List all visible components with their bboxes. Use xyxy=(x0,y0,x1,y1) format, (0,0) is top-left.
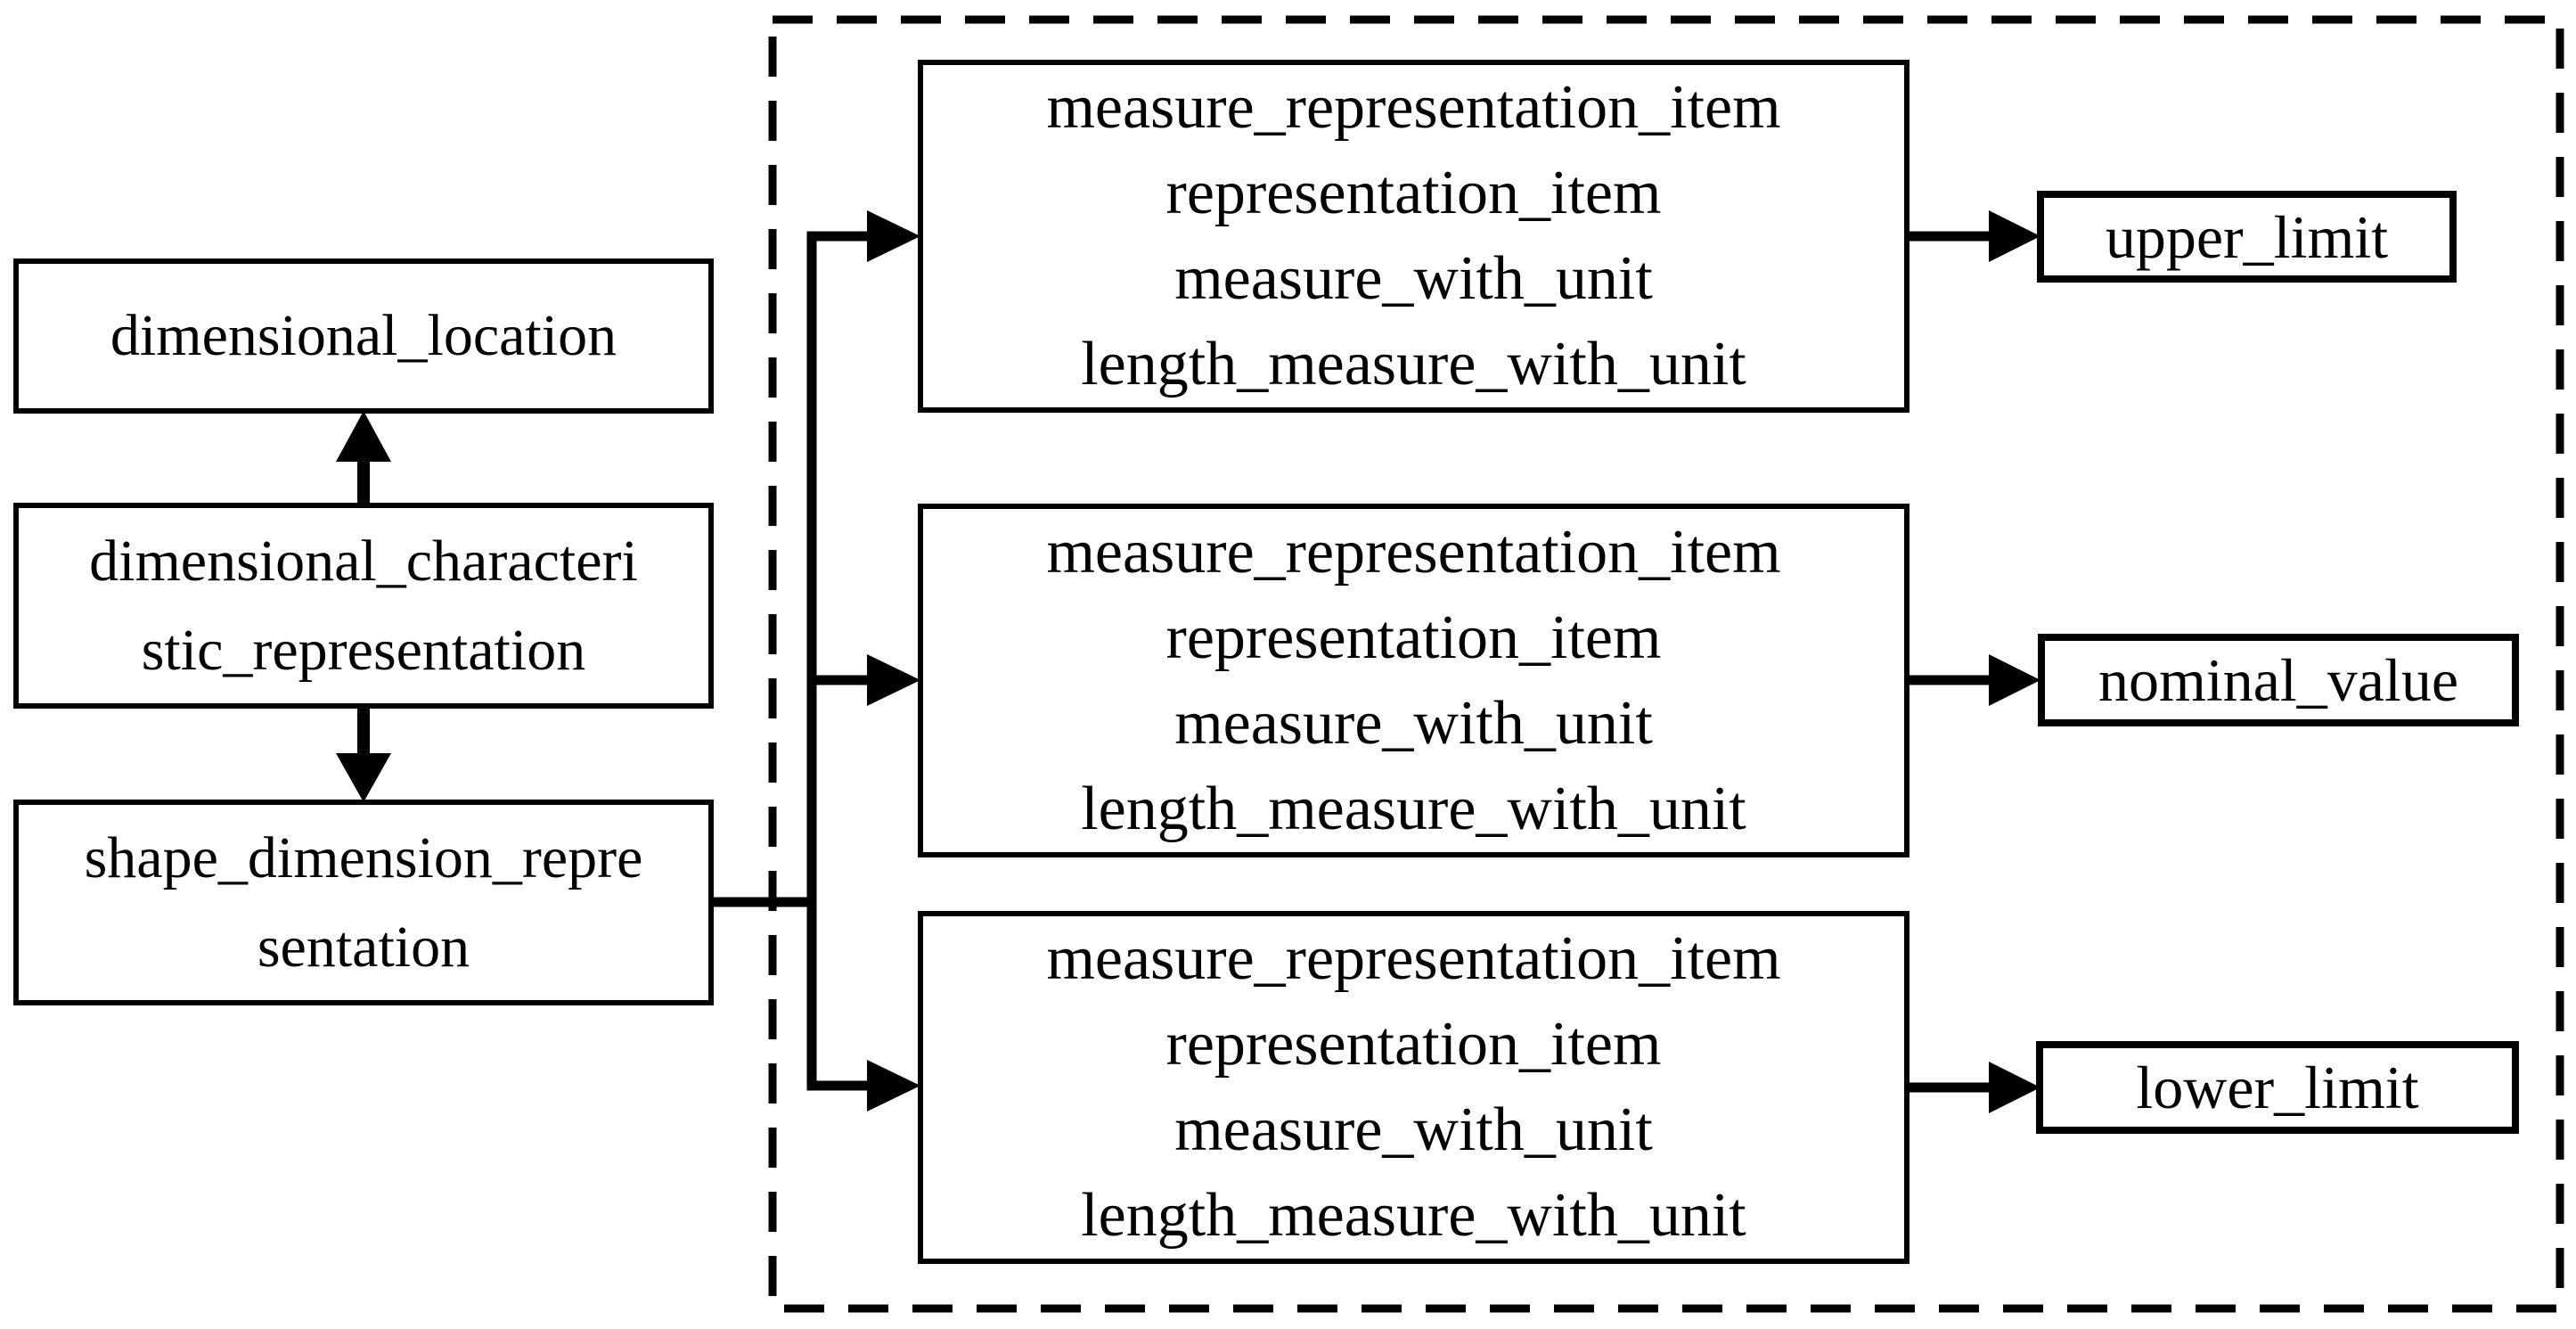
output-arrowhead-1-icon xyxy=(1989,210,2040,262)
entity-label-line: length_measure_with_unit xyxy=(1081,1181,1746,1250)
entity-box-measure-representation-3: measure_representation_item representati… xyxy=(918,911,1910,1264)
output-label: lower_limit xyxy=(2136,1054,2419,1121)
output-box-nominal-value: nominal_value xyxy=(2038,634,2519,726)
output-arrowhead-2-icon xyxy=(1989,654,2040,706)
entity-box-dimensional-characteristic-representation: dimensional_characteri stic_representati… xyxy=(13,503,714,709)
entity-label-line: dimensional_characteri xyxy=(89,528,638,594)
output-box-lower-limit: lower_limit xyxy=(2036,1041,2519,1134)
branch-arrowhead-1-icon xyxy=(867,210,920,262)
entity-label-line: measure_with_unit xyxy=(1174,244,1653,313)
entity-label-line: measure_representation_item xyxy=(1046,517,1781,587)
up-arrow xyxy=(336,411,391,507)
output-arrow-lines xyxy=(1907,231,1989,1093)
entity-box-shape-dimension-representation: shape_dimension_repre sentation xyxy=(13,800,714,1005)
entity-label-line: sentation xyxy=(257,914,470,980)
output-arrows xyxy=(1907,210,2040,1113)
up-arrowhead-icon xyxy=(336,411,391,462)
down-arrow xyxy=(336,704,391,802)
branch-lines xyxy=(711,231,867,1091)
branch-connector xyxy=(711,210,920,1112)
entity-box-measure-representation-1: measure_representation_item representati… xyxy=(918,60,1910,413)
entity-label-line: measure_with_unit xyxy=(1174,688,1653,758)
entity-label-line: representation_item xyxy=(1165,1010,1662,1079)
entity-label-line: measure_with_unit xyxy=(1174,1095,1653,1164)
entity-label-line: shape_dimension_repre xyxy=(84,824,643,890)
entity-label-line: measure_representation_item xyxy=(1046,924,1781,993)
entity-box-dimensional-location: dimensional_location xyxy=(13,258,714,414)
entity-label: dimensional_location xyxy=(110,303,617,368)
branch-arrowhead-3-icon xyxy=(867,1060,920,1112)
entity-label-line: representation_item xyxy=(1165,159,1662,227)
output-box-upper-limit: upper_limit xyxy=(2037,191,2457,283)
entity-label-line: measure_representation_item xyxy=(1046,73,1781,142)
entity-box-measure-representation-2: measure_representation_item representati… xyxy=(918,504,1910,857)
output-label: nominal_value xyxy=(2098,646,2459,714)
entity-label-line: stic_representation xyxy=(141,617,586,683)
branch-arrowhead-2-icon xyxy=(867,654,920,706)
entity-label-line: length_measure_with_unit xyxy=(1081,330,1746,398)
entity-label-line: length_measure_with_unit xyxy=(1081,774,1746,843)
output-arrowhead-3-icon xyxy=(1989,1062,2040,1113)
down-arrowhead-icon xyxy=(336,753,391,802)
output-label: upper_limit xyxy=(2105,202,2389,271)
entity-label-line: representation_item xyxy=(1165,603,1662,672)
